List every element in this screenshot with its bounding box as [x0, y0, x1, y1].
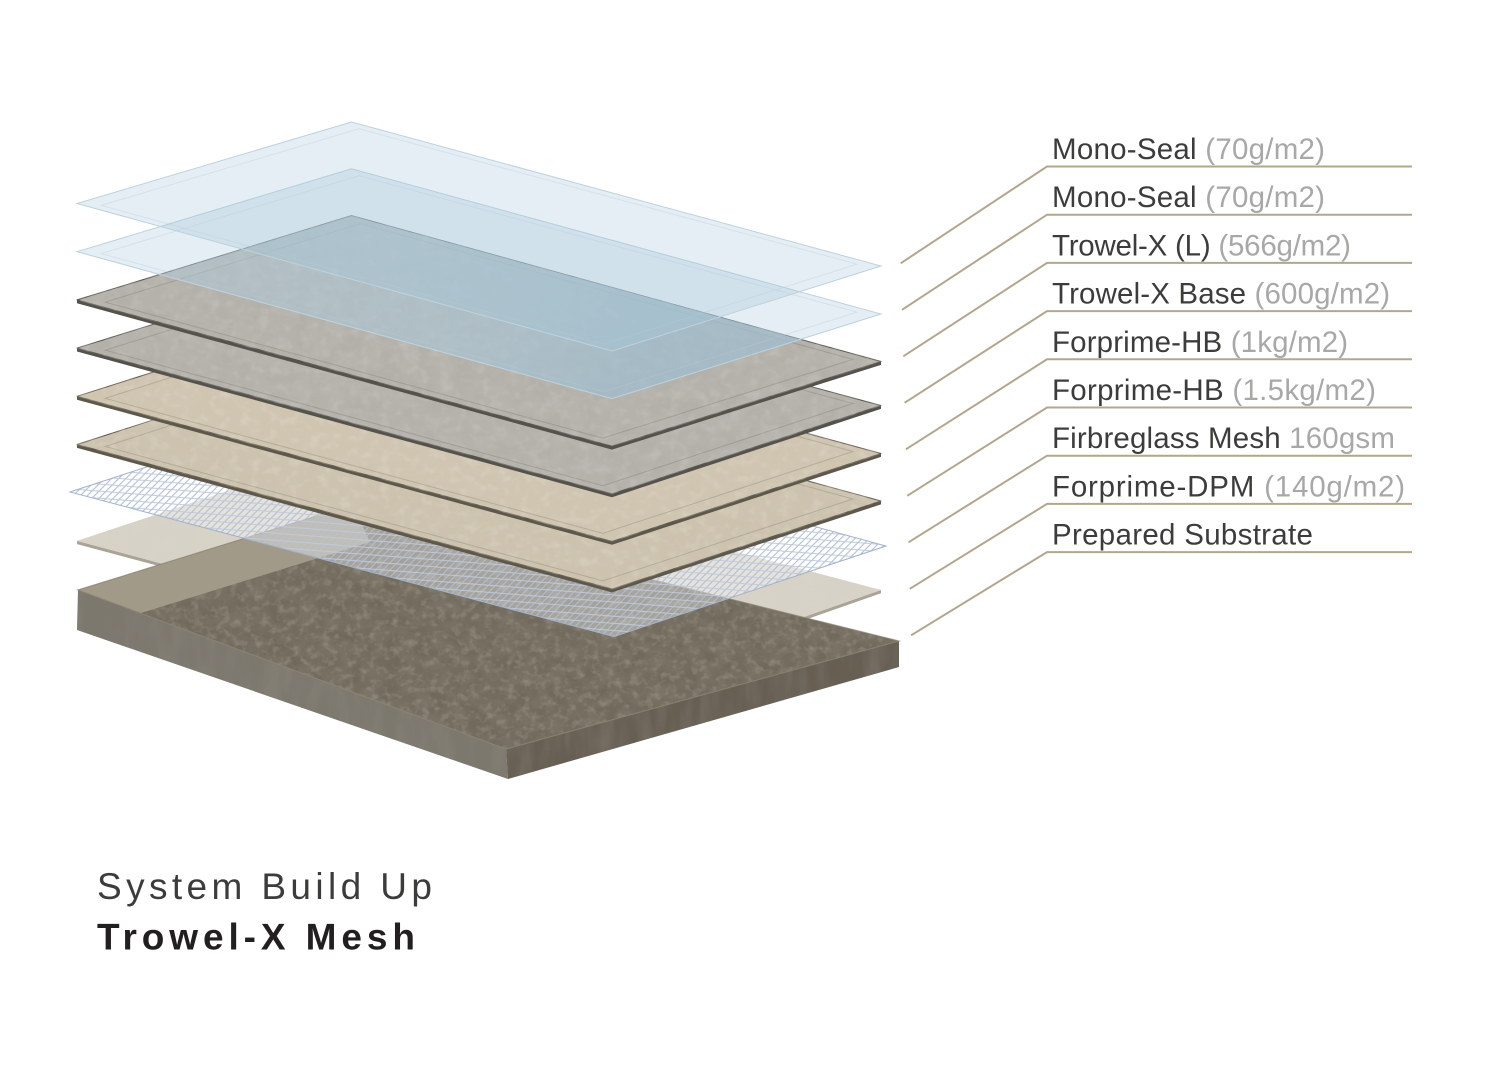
svg-text:Prepared Substrate: Prepared Substrate	[1052, 519, 1313, 552]
svg-text:Forprime-HB (1.5kg/m2): Forprime-HB (1.5kg/m2)	[1052, 374, 1376, 407]
svg-text:Mono-Seal (70g/m2): Mono-Seal (70g/m2)	[1052, 133, 1325, 166]
svg-text:Firbreglass Mesh 160gsm: Firbreglass Mesh 160gsm	[1052, 422, 1395, 455]
svg-text:Trowel-X Mesh: Trowel-X Mesh	[97, 917, 420, 958]
svg-text:System Build Up: System Build Up	[97, 866, 436, 907]
svg-text:Forprime-HB (1kg/m2): Forprime-HB (1kg/m2)	[1052, 326, 1348, 359]
svg-text:Mono-Seal (70g/m2): Mono-Seal (70g/m2)	[1052, 181, 1325, 214]
svg-text:Trowel-X Base (600g/m2): Trowel-X Base (600g/m2)	[1052, 278, 1390, 311]
svg-text:Forprime-DPM (140g/m2): Forprime-DPM (140g/m2)	[1052, 470, 1406, 503]
svg-text:Trowel-X (L) (566g/m2): Trowel-X (L) (566g/m2)	[1052, 229, 1351, 262]
